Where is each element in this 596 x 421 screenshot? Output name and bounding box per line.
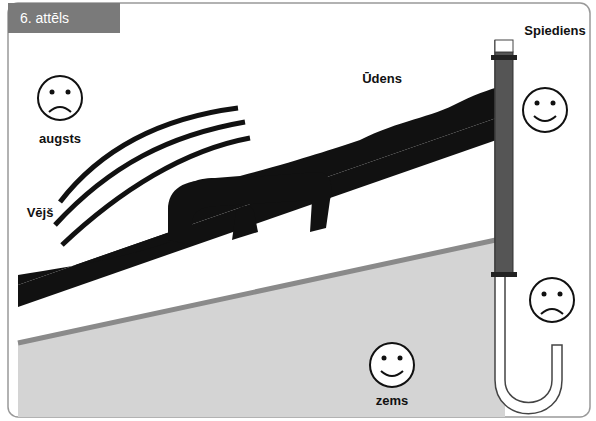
wind-line	[62, 138, 250, 245]
pipe-dark	[495, 52, 513, 276]
title-tab	[8, 3, 120, 33]
high-label: augsts	[39, 131, 81, 146]
happy-face	[523, 88, 567, 132]
low-label: zems	[376, 393, 409, 408]
wind-line	[55, 122, 245, 225]
sad-face	[38, 76, 82, 120]
figure-title: 6. attēls	[20, 10, 69, 26]
sad-face	[530, 278, 574, 322]
pipe-ring	[491, 272, 517, 277]
wind-label: Vējš	[27, 205, 54, 220]
happy-face	[370, 343, 414, 387]
water-label: Ūdens	[362, 71, 402, 86]
frame	[8, 3, 590, 417]
wave-drop	[232, 206, 258, 240]
pipe-ring	[491, 55, 517, 60]
pipe-top	[495, 40, 513, 52]
wave-curl	[168, 172, 332, 245]
ground-edge	[18, 238, 505, 343]
water	[18, 85, 505, 285]
sheet	[18, 115, 505, 307]
pressure-label: Spiediens	[524, 23, 585, 38]
